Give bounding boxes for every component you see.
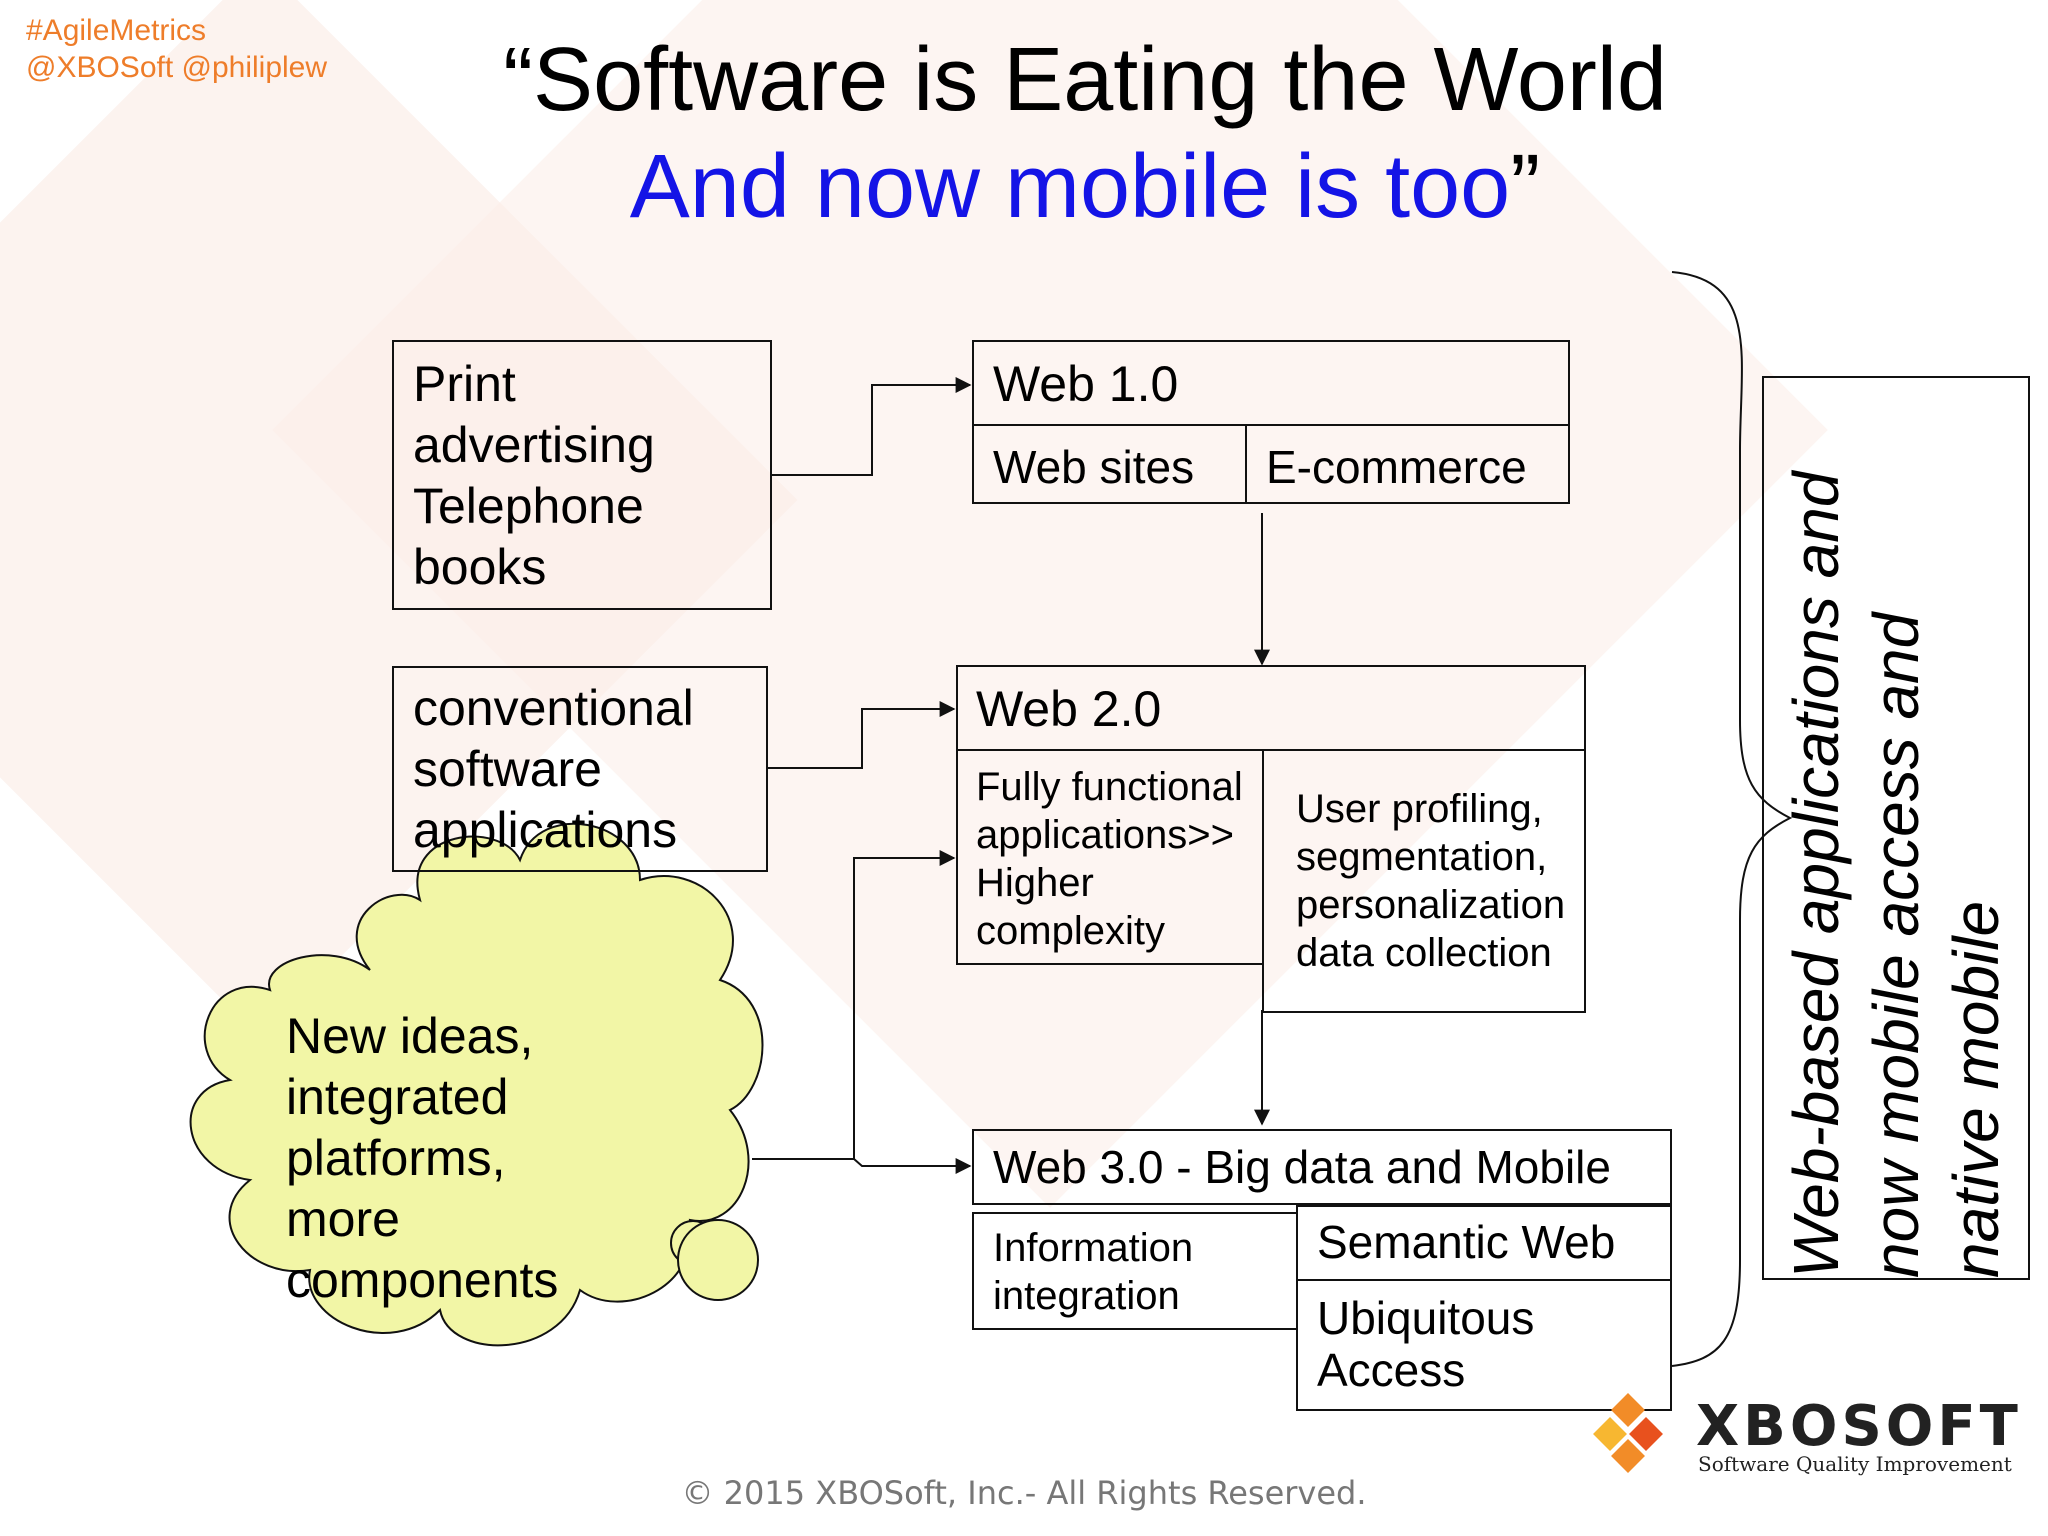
text-line: Information — [993, 1226, 1194, 1270]
text-line: personalization — [1296, 883, 1566, 927]
text-line: Web-based applications and — [1780, 471, 1852, 1278]
idea-cloud-shape — [189, 822, 764, 1347]
text-line: integration — [993, 1274, 1180, 1318]
text-line: conventional — [413, 680, 694, 736]
web3-info-text: Information integration — [993, 1224, 1193, 1320]
idea-cloud-text: New ideas, integrated platforms, more co… — [286, 1006, 558, 1311]
text-line: Print — [413, 356, 516, 412]
web1-ecommerce-box — [1245, 424, 1570, 504]
arrow-print-to-web1 — [772, 377, 972, 476]
web3-ubiquitous-box — [1296, 1279, 1672, 1411]
web2-title: Web 2.0 — [976, 681, 1162, 737]
arrow-cloud-to-web2 — [752, 850, 956, 1160]
text-line: complexity — [976, 909, 1165, 953]
handles-line: @XBOSoft @philiplew — [26, 51, 328, 84]
web1-sites-label: Web sites — [993, 441, 1195, 493]
hashtag-line: #AgileMetrics — [26, 14, 207, 47]
text-line: now mobile access and — [1860, 612, 1932, 1278]
text-line: native mobile — [1940, 900, 2012, 1278]
logo-tagline: Software Quality Improvement — [1698, 1452, 2012, 1476]
hashtags: #AgileMetrics @XBOSoft @philiplew — [26, 12, 327, 86]
text-line: New ideas, — [286, 1008, 534, 1064]
arrow-conventional-to-web2 — [768, 701, 956, 769]
text-line: data collection — [1296, 931, 1552, 975]
title-line-1: “Software is Eating the World — [503, 30, 1667, 130]
title-close-quote: ” — [1510, 137, 1541, 237]
web1-title: Web 1.0 — [993, 356, 1179, 412]
web1-ecommerce-label: E-commerce — [1266, 441, 1527, 493]
text-line: components — [286, 1252, 559, 1308]
web3-semantic-label: Semantic Web — [1317, 1216, 1616, 1268]
web3-ubiquitous-text: Ubiquitous Access — [1317, 1292, 1534, 1396]
web3-title-box — [972, 1129, 1672, 1205]
print-box-text: Print advertising Telephone books — [413, 354, 655, 598]
web3-title: Web 3.0 - Big data and Mobile — [993, 1141, 1611, 1193]
web2-right-text: User profiling, segmentation, personaliz… — [1296, 785, 1565, 977]
text-line: more — [286, 1191, 400, 1247]
text-line: applications>> — [976, 813, 1234, 857]
title-blue-text: And now mobile is too — [629, 137, 1511, 237]
arrow-cloud-to-web3 — [853, 1158, 972, 1174]
text-line: platforms, — [286, 1130, 506, 1186]
text-line: Higher — [976, 861, 1094, 905]
text-line: Access — [1317, 1344, 1466, 1396]
text-line: software — [413, 741, 602, 797]
text-line: User profiling, — [1296, 787, 1543, 831]
title-line-2: And now mobile is too” — [0, 137, 2048, 237]
text-line: applications — [413, 802, 678, 858]
copyright-footer: © 2015 XBOSoft, Inc.- All Rights Reserve… — [681, 1474, 1367, 1512]
side-label-box — [1762, 376, 2030, 1280]
web2-right-box — [1262, 749, 1586, 1013]
side-label-text: Web-based applications and now mobile ac… — [1776, 378, 2016, 1278]
print-box — [392, 340, 772, 610]
text-line: Telephone — [413, 478, 644, 534]
text-line: Fully functional — [976, 765, 1243, 809]
text-line: books — [413, 539, 547, 595]
text-line: Ubiquitous — [1317, 1292, 1535, 1344]
conventional-software-box — [392, 666, 768, 872]
web2-left-text: Fully functional applications>> Higher c… — [976, 763, 1243, 955]
brace — [1671, 271, 1793, 1367]
conventional-box-text: conventional software applications — [413, 678, 694, 861]
logo-wordmark: XBOSOFT — [1696, 1394, 2022, 1459]
xbosoft-logo-icon — [1593, 1393, 1663, 1473]
text-line: segmentation, — [1296, 835, 1548, 879]
text-line: advertising — [413, 417, 655, 473]
text-line: integrated — [286, 1069, 509, 1125]
